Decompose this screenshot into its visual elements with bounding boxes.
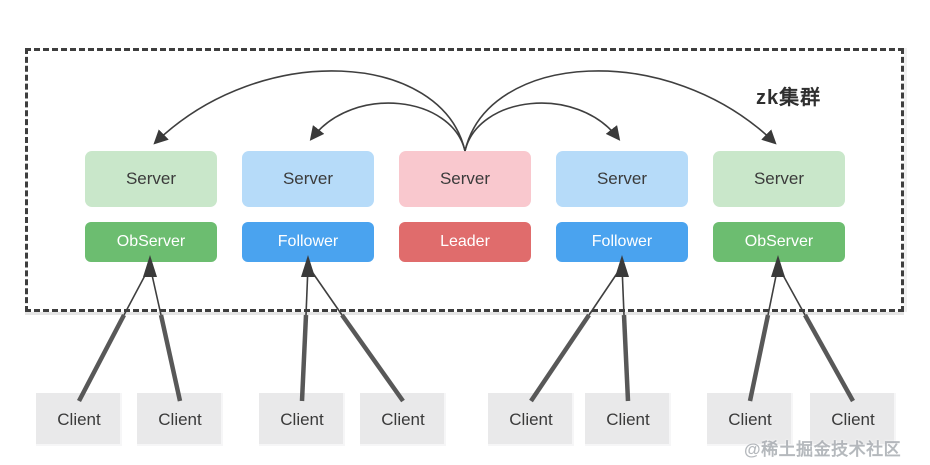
- client-label: Client: [158, 409, 202, 429]
- client-label: Client: [509, 409, 553, 429]
- client-box-7: Client: [707, 393, 793, 446]
- line-client8-thick: [803, 313, 855, 403]
- client-box-4: Client: [360, 393, 446, 446]
- line-client4-thick: [340, 313, 405, 403]
- zk-cluster-label: zk集群: [756, 87, 822, 109]
- client-label: Client: [728, 409, 772, 429]
- server-label: Server: [125, 169, 177, 188]
- server-box-5: Server: [713, 151, 845, 207]
- line-client5-thick: [529, 313, 591, 403]
- role-box-follower-2: Follower: [556, 222, 688, 262]
- client-box-5: Client: [488, 393, 574, 446]
- line-client2-thick: [158, 314, 183, 402]
- server-label: Server: [753, 169, 805, 188]
- client-label: Client: [57, 409, 101, 429]
- client-label: Client: [831, 409, 875, 429]
- client-label: Client: [381, 409, 425, 429]
- line-client1-thick: [77, 313, 126, 403]
- server-label: Server: [596, 169, 648, 188]
- role-label: Follower: [591, 233, 653, 250]
- watermark: @稀土掘金技术社区: [744, 440, 902, 459]
- client-box-6: Client: [585, 393, 671, 446]
- role-box-follower-1: Follower: [242, 222, 374, 262]
- role-box-observer-1: ObServer: [85, 222, 217, 262]
- line-client7-thick: [747, 314, 771, 402]
- client-label: Client: [280, 409, 324, 429]
- role-label: Follower: [277, 233, 339, 250]
- server-box-4: Server: [556, 151, 688, 207]
- server-label: Server: [282, 169, 334, 188]
- line-client6-thick: [621, 314, 631, 402]
- server-label: Server: [439, 169, 491, 188]
- client-connection-lines-thick: [77, 313, 855, 403]
- role-box-observer-2: ObServer: [713, 222, 845, 262]
- role-label: ObServer: [744, 233, 814, 250]
- client-box-2: Client: [137, 393, 223, 446]
- client-box-3: Client: [259, 393, 345, 446]
- role-box-leader: Leader: [399, 222, 531, 262]
- client-label: Client: [606, 409, 650, 429]
- server-box-3: Server: [399, 151, 531, 207]
- server-box-1: Server: [85, 151, 217, 207]
- client-box-1: Client: [36, 393, 122, 446]
- line-client3-thick: [299, 314, 309, 402]
- role-label: Leader: [440, 233, 490, 250]
- server-box-2: Server: [242, 151, 374, 207]
- role-label: ObServer: [116, 233, 186, 250]
